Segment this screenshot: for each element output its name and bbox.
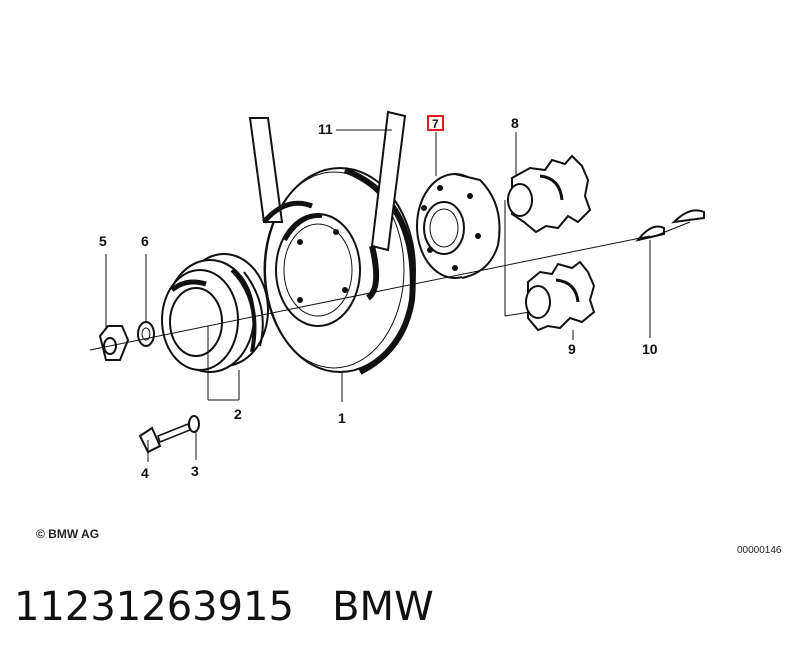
sprocket-upper [507, 154, 592, 234]
callout-7-highlight-box [427, 115, 444, 131]
callout-10: 10 [642, 341, 658, 357]
callout-7: 7 [432, 117, 439, 131]
callout-8: 8 [511, 115, 519, 131]
leader-lines [89, 129, 691, 462]
callout-2: 2 [234, 406, 242, 422]
document-id: 00000146 [737, 545, 782, 556]
callout-4: 4 [141, 465, 149, 481]
callout-1: 1 [338, 410, 346, 426]
hub [416, 173, 501, 279]
washer [137, 321, 155, 347]
sprocket-lower [525, 260, 596, 332]
part-caption: 11231263915 BMW [14, 584, 434, 630]
callout-6: 6 [141, 233, 149, 249]
v-belt [248, 110, 407, 301]
brand-name: BMW [332, 584, 434, 630]
copyright-notice: © BMW AG [36, 527, 99, 541]
callout-11: 11 [318, 121, 333, 137]
pulley [161, 253, 269, 373]
parts-diagram: 5 6 2 1 4 3 11 8 9 10 7 © BMW AG 0000014… [36, 110, 782, 556]
callout-3: 3 [191, 463, 199, 479]
small-washer [188, 415, 200, 433]
nut [98, 325, 130, 361]
woodruff-keys [635, 209, 705, 242]
callout-5: 5 [99, 233, 107, 249]
part-number: 11231263915 [14, 584, 294, 630]
callout-9: 9 [568, 341, 576, 357]
